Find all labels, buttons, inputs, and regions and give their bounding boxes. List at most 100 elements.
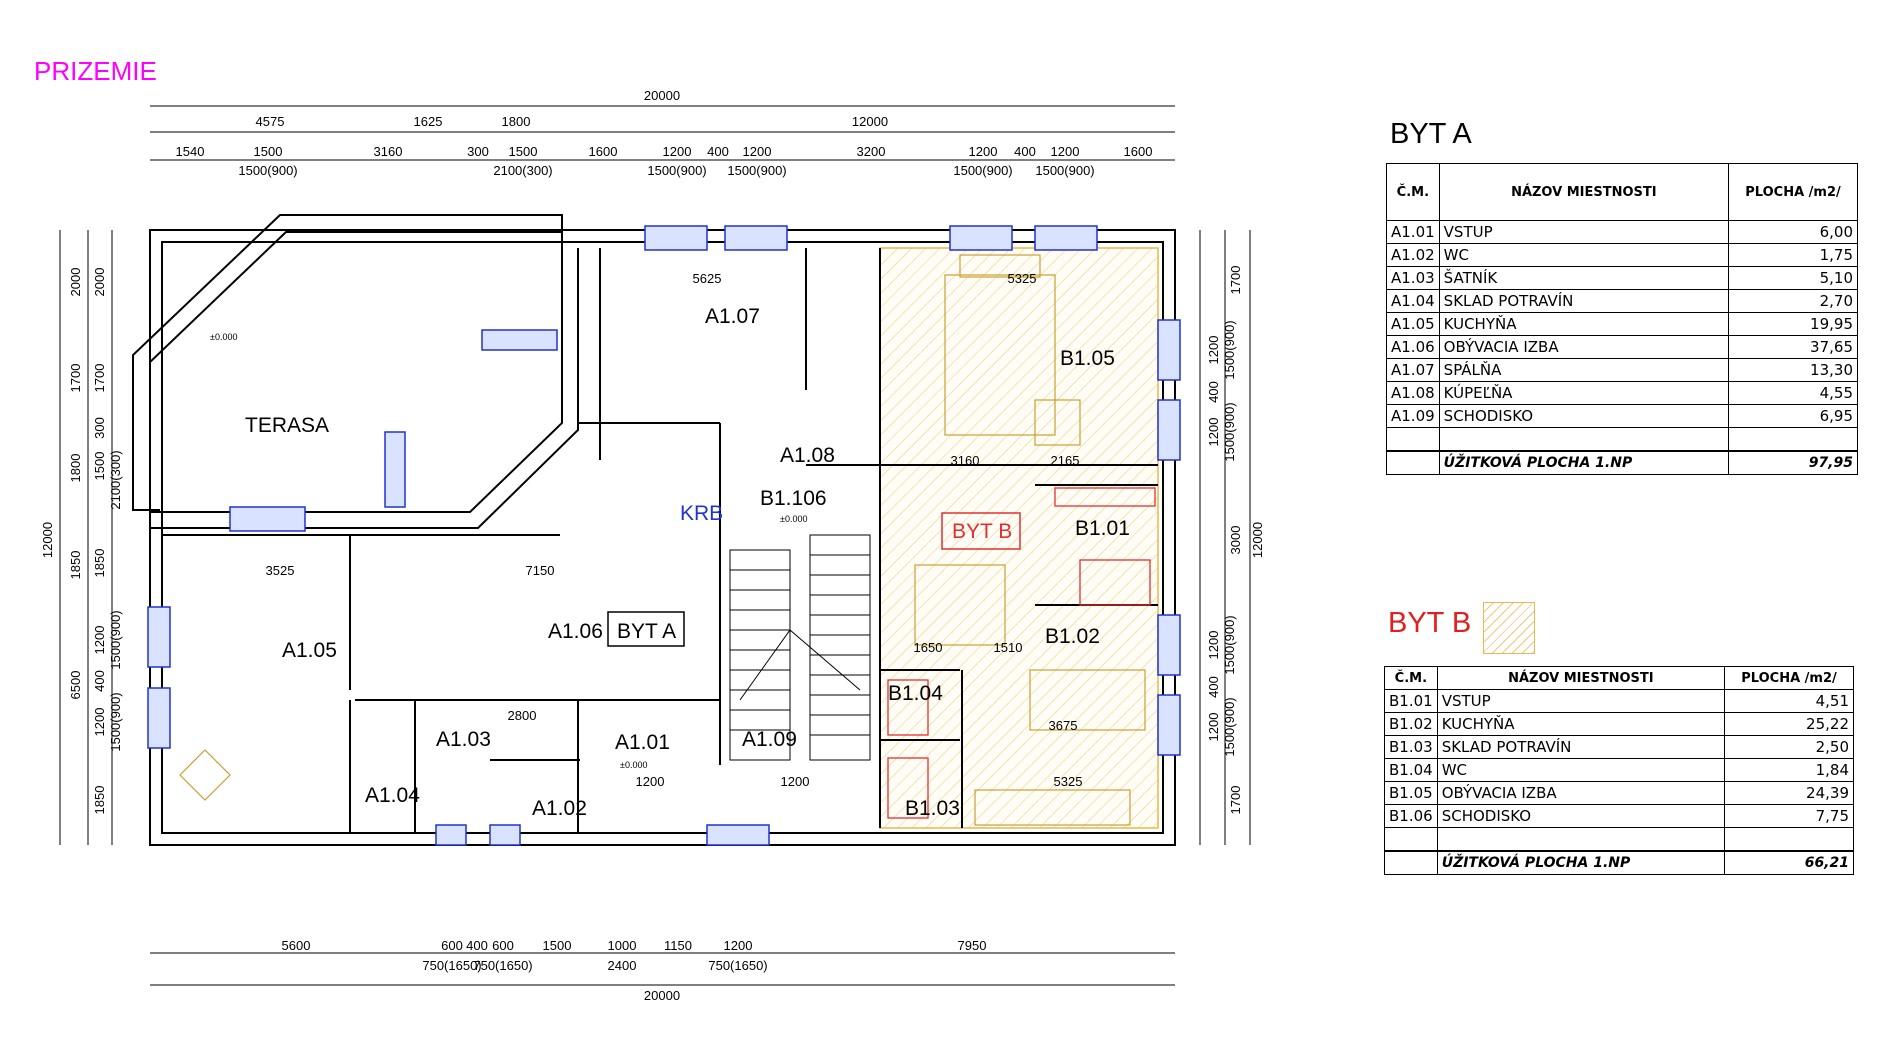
dim-text: 600 <box>492 938 514 953</box>
byt-b-swatch <box>1483 602 1535 654</box>
dim-text: 7150 <box>526 563 555 578</box>
dimension-lines <box>59 105 1251 986</box>
dim-text: 1200 <box>1206 713 1221 742</box>
room-label: A1.04 <box>365 784 420 807</box>
dim-text: 2400 <box>608 958 637 973</box>
dim-bottom-total: 20000 <box>644 988 680 1003</box>
dim-text: 1200 <box>636 774 665 789</box>
byt-b-hatch <box>879 247 1159 829</box>
dim-text: 4575 <box>256 114 285 129</box>
room-label: B1.01 <box>1075 517 1130 540</box>
dim-text: 3675 <box>1049 718 1078 733</box>
dim-text: 1700 <box>68 364 83 393</box>
dim-text: 1500(900) <box>647 163 706 178</box>
room-label: A1.06 <box>548 620 603 643</box>
dim-text: 1800 <box>68 454 83 483</box>
dim-text: 1500(900) <box>108 610 123 669</box>
dim-text: 1150 <box>664 938 692 953</box>
dim-text: 1000 <box>608 938 637 953</box>
col-header: Č.M. <box>1386 163 1440 221</box>
dim-text: 1500(900) <box>953 163 1012 178</box>
dim-text: 2165 <box>1051 453 1080 468</box>
dim-text: 5325 <box>1008 271 1037 286</box>
dim-right-total: 12000 <box>1250 522 1265 558</box>
room-label: A1.09 <box>742 728 797 751</box>
dim-text: 6500 <box>68 671 83 700</box>
dim-text: 7950 <box>958 938 987 953</box>
room-label: B1.04 <box>888 682 943 705</box>
red-elements <box>887 487 1156 819</box>
dim-text: 1500(900) <box>727 163 786 178</box>
dim-text: 1500(900) <box>238 163 297 178</box>
room-label: A1.03 <box>436 728 491 751</box>
level-marker: ±0.000 <box>210 332 237 342</box>
level-marker: ±0.000 <box>620 760 647 770</box>
windows <box>147 225 1181 846</box>
byt-a-heading: BYT A <box>1390 118 1472 150</box>
col-header: PLOCHA /m2/ <box>1724 666 1854 690</box>
dim-text: 1540 <box>176 144 205 159</box>
dim-text: 1700 <box>1228 786 1243 815</box>
dim-text: 5600 <box>282 938 311 953</box>
dim-text: 1850 <box>68 551 83 580</box>
dim-text: 1500(900) <box>1222 320 1237 379</box>
dim-text: 1650 <box>914 640 943 655</box>
dim-text: 1850 <box>92 549 107 578</box>
dim-text: 1600 <box>589 144 618 159</box>
dim-text: 1200 <box>781 774 810 789</box>
dim-text: 3160 <box>374 144 403 159</box>
room-label: A1.08 <box>780 444 835 467</box>
dim-text: 1700 <box>1228 266 1243 295</box>
dim-text: 750(1650) <box>708 958 767 973</box>
dim-text: 3200 <box>857 144 886 159</box>
dim-text: 750(1650) <box>473 958 532 973</box>
room-label: B1.03 <box>905 797 960 820</box>
room-label: A1.02 <box>532 797 587 820</box>
room-label: TERASA <box>245 414 329 437</box>
dim-text: 1200 <box>724 938 753 953</box>
dim-text: 1200 <box>743 144 772 159</box>
dim-text: 1500(900) <box>1222 402 1237 461</box>
dim-text: 1200 <box>1206 631 1221 660</box>
dim-text: 2100(300) <box>108 450 123 509</box>
room-label: B1.02 <box>1045 625 1100 648</box>
dim-text: 1500 <box>92 452 107 481</box>
dim-text: 1500(900) <box>108 692 123 751</box>
dim-text: 1850 <box>92 786 107 815</box>
room-label: B1.05 <box>1060 347 1115 370</box>
dim-text: 3000 <box>1228 526 1243 555</box>
dim-top-total: 20000 <box>644 88 680 103</box>
outer-walls <box>132 214 1176 846</box>
room-label: KRB <box>680 502 723 525</box>
dim-text: 5325 <box>1054 774 1083 789</box>
dim-text: 1600 <box>1124 144 1153 159</box>
dim-text: 600 <box>441 938 463 953</box>
col-header: Č.M. <box>1384 666 1438 690</box>
dim-text: 2000 <box>92 268 107 297</box>
room-label: BYT B <box>952 520 1012 543</box>
dim-text: 400 <box>1014 144 1036 159</box>
dim-text: 1200 <box>1206 336 1221 365</box>
dim-text: 400 <box>92 670 107 692</box>
col-header: PLOCHA /m2/ <box>1728 163 1858 221</box>
dim-text: 1500(900) <box>1035 163 1094 178</box>
dim-text: 1500 <box>543 938 572 953</box>
dim-text: 400 <box>1206 381 1221 403</box>
dim-text: 750(1650) <box>422 958 481 973</box>
dim-text: 5625 <box>693 271 722 286</box>
staircase <box>729 534 871 761</box>
